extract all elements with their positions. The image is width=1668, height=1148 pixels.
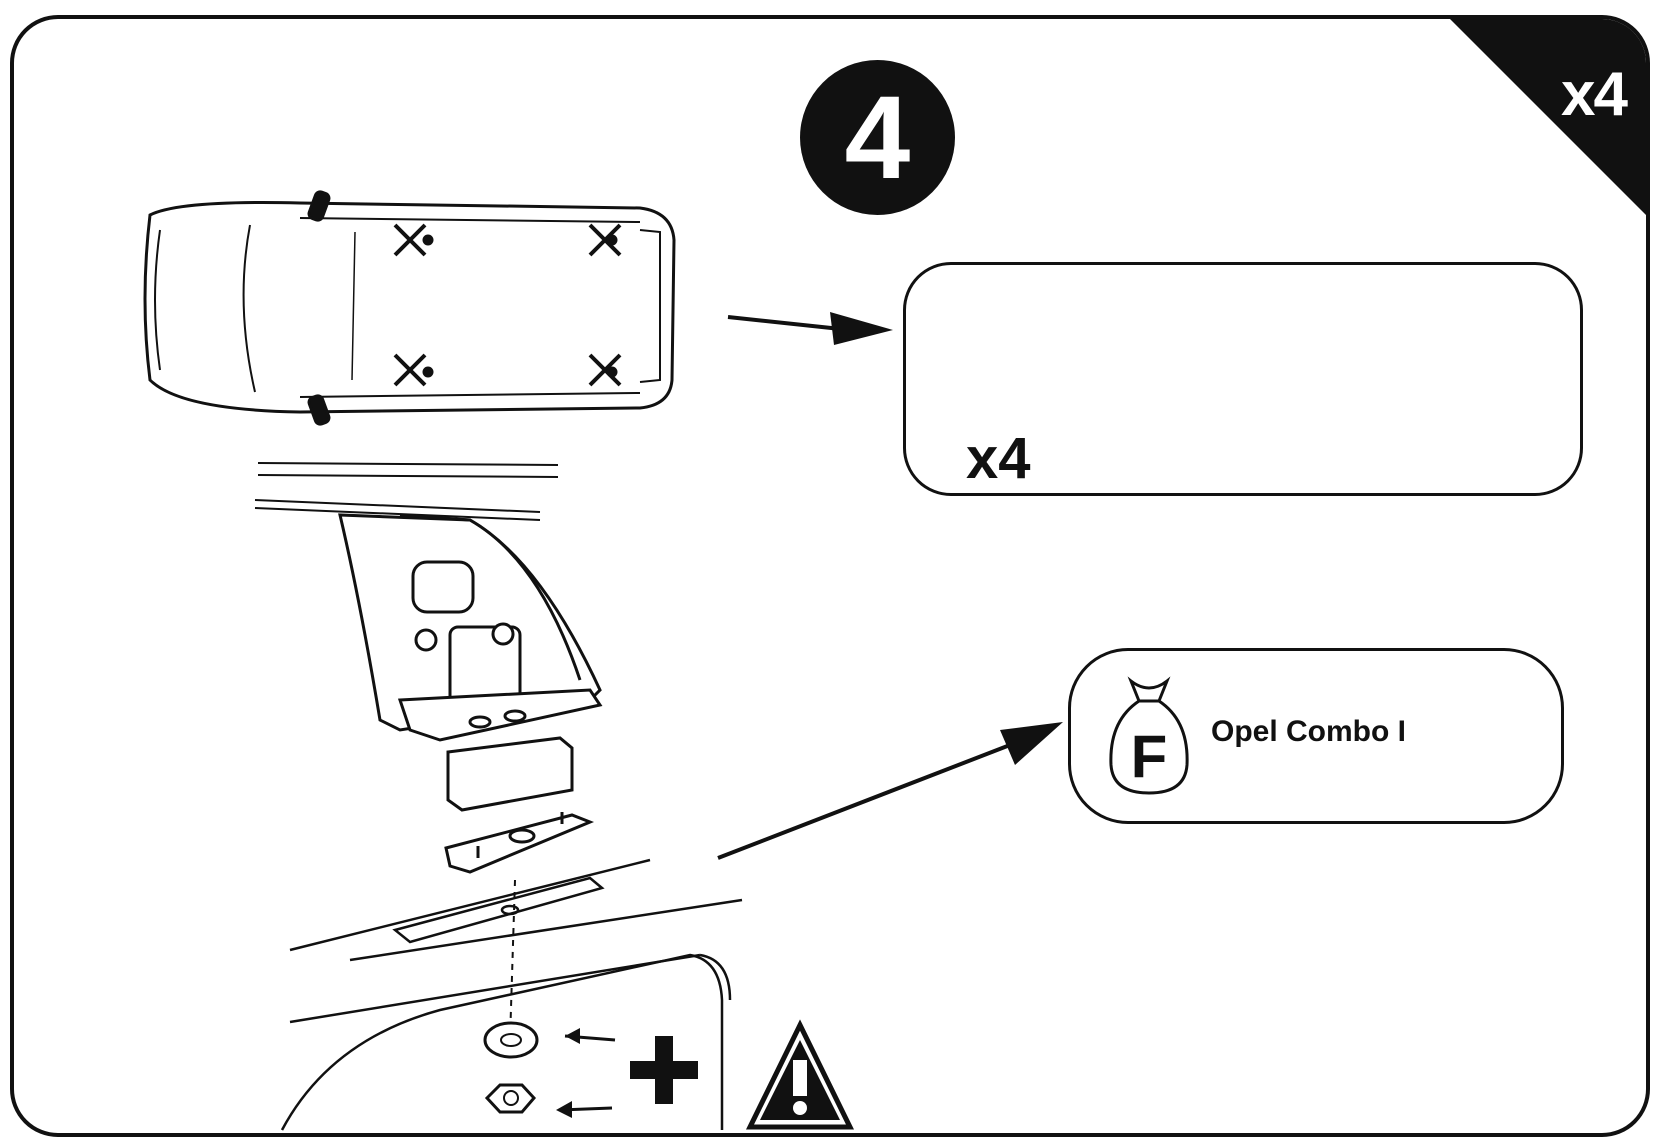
step-number-badge: 4 bbox=[800, 60, 955, 215]
kit-callout: F Opel Combo I bbox=[1068, 648, 1564, 824]
warning-triangle-icon bbox=[745, 1019, 855, 1130]
kit-bag-icon: F bbox=[1109, 676, 1189, 795]
foot-assembly-icon bbox=[338, 513, 603, 874]
pins-callout: x4 bbox=[903, 262, 1583, 496]
vehicle-model-label: Opel Combo I bbox=[1211, 715, 1406, 748]
washer-icon bbox=[483, 1021, 616, 1059]
arrow-right-icon bbox=[727, 312, 893, 345]
corner-badge bbox=[1450, 19, 1646, 215]
arrow-right-icon bbox=[717, 722, 1063, 860]
corner-badge-label: x4 bbox=[1561, 60, 1628, 129]
pins-quantity-label: x4 bbox=[966, 426, 1031, 491]
roof-rail-channel bbox=[280, 858, 743, 1131]
kit-letter: F bbox=[1131, 723, 1168, 790]
nut-icon bbox=[484, 1083, 613, 1118]
car-top-view-icon bbox=[143, 190, 676, 426]
plus-icon bbox=[630, 1036, 698, 1104]
crossbar-lines bbox=[254, 462, 559, 521]
